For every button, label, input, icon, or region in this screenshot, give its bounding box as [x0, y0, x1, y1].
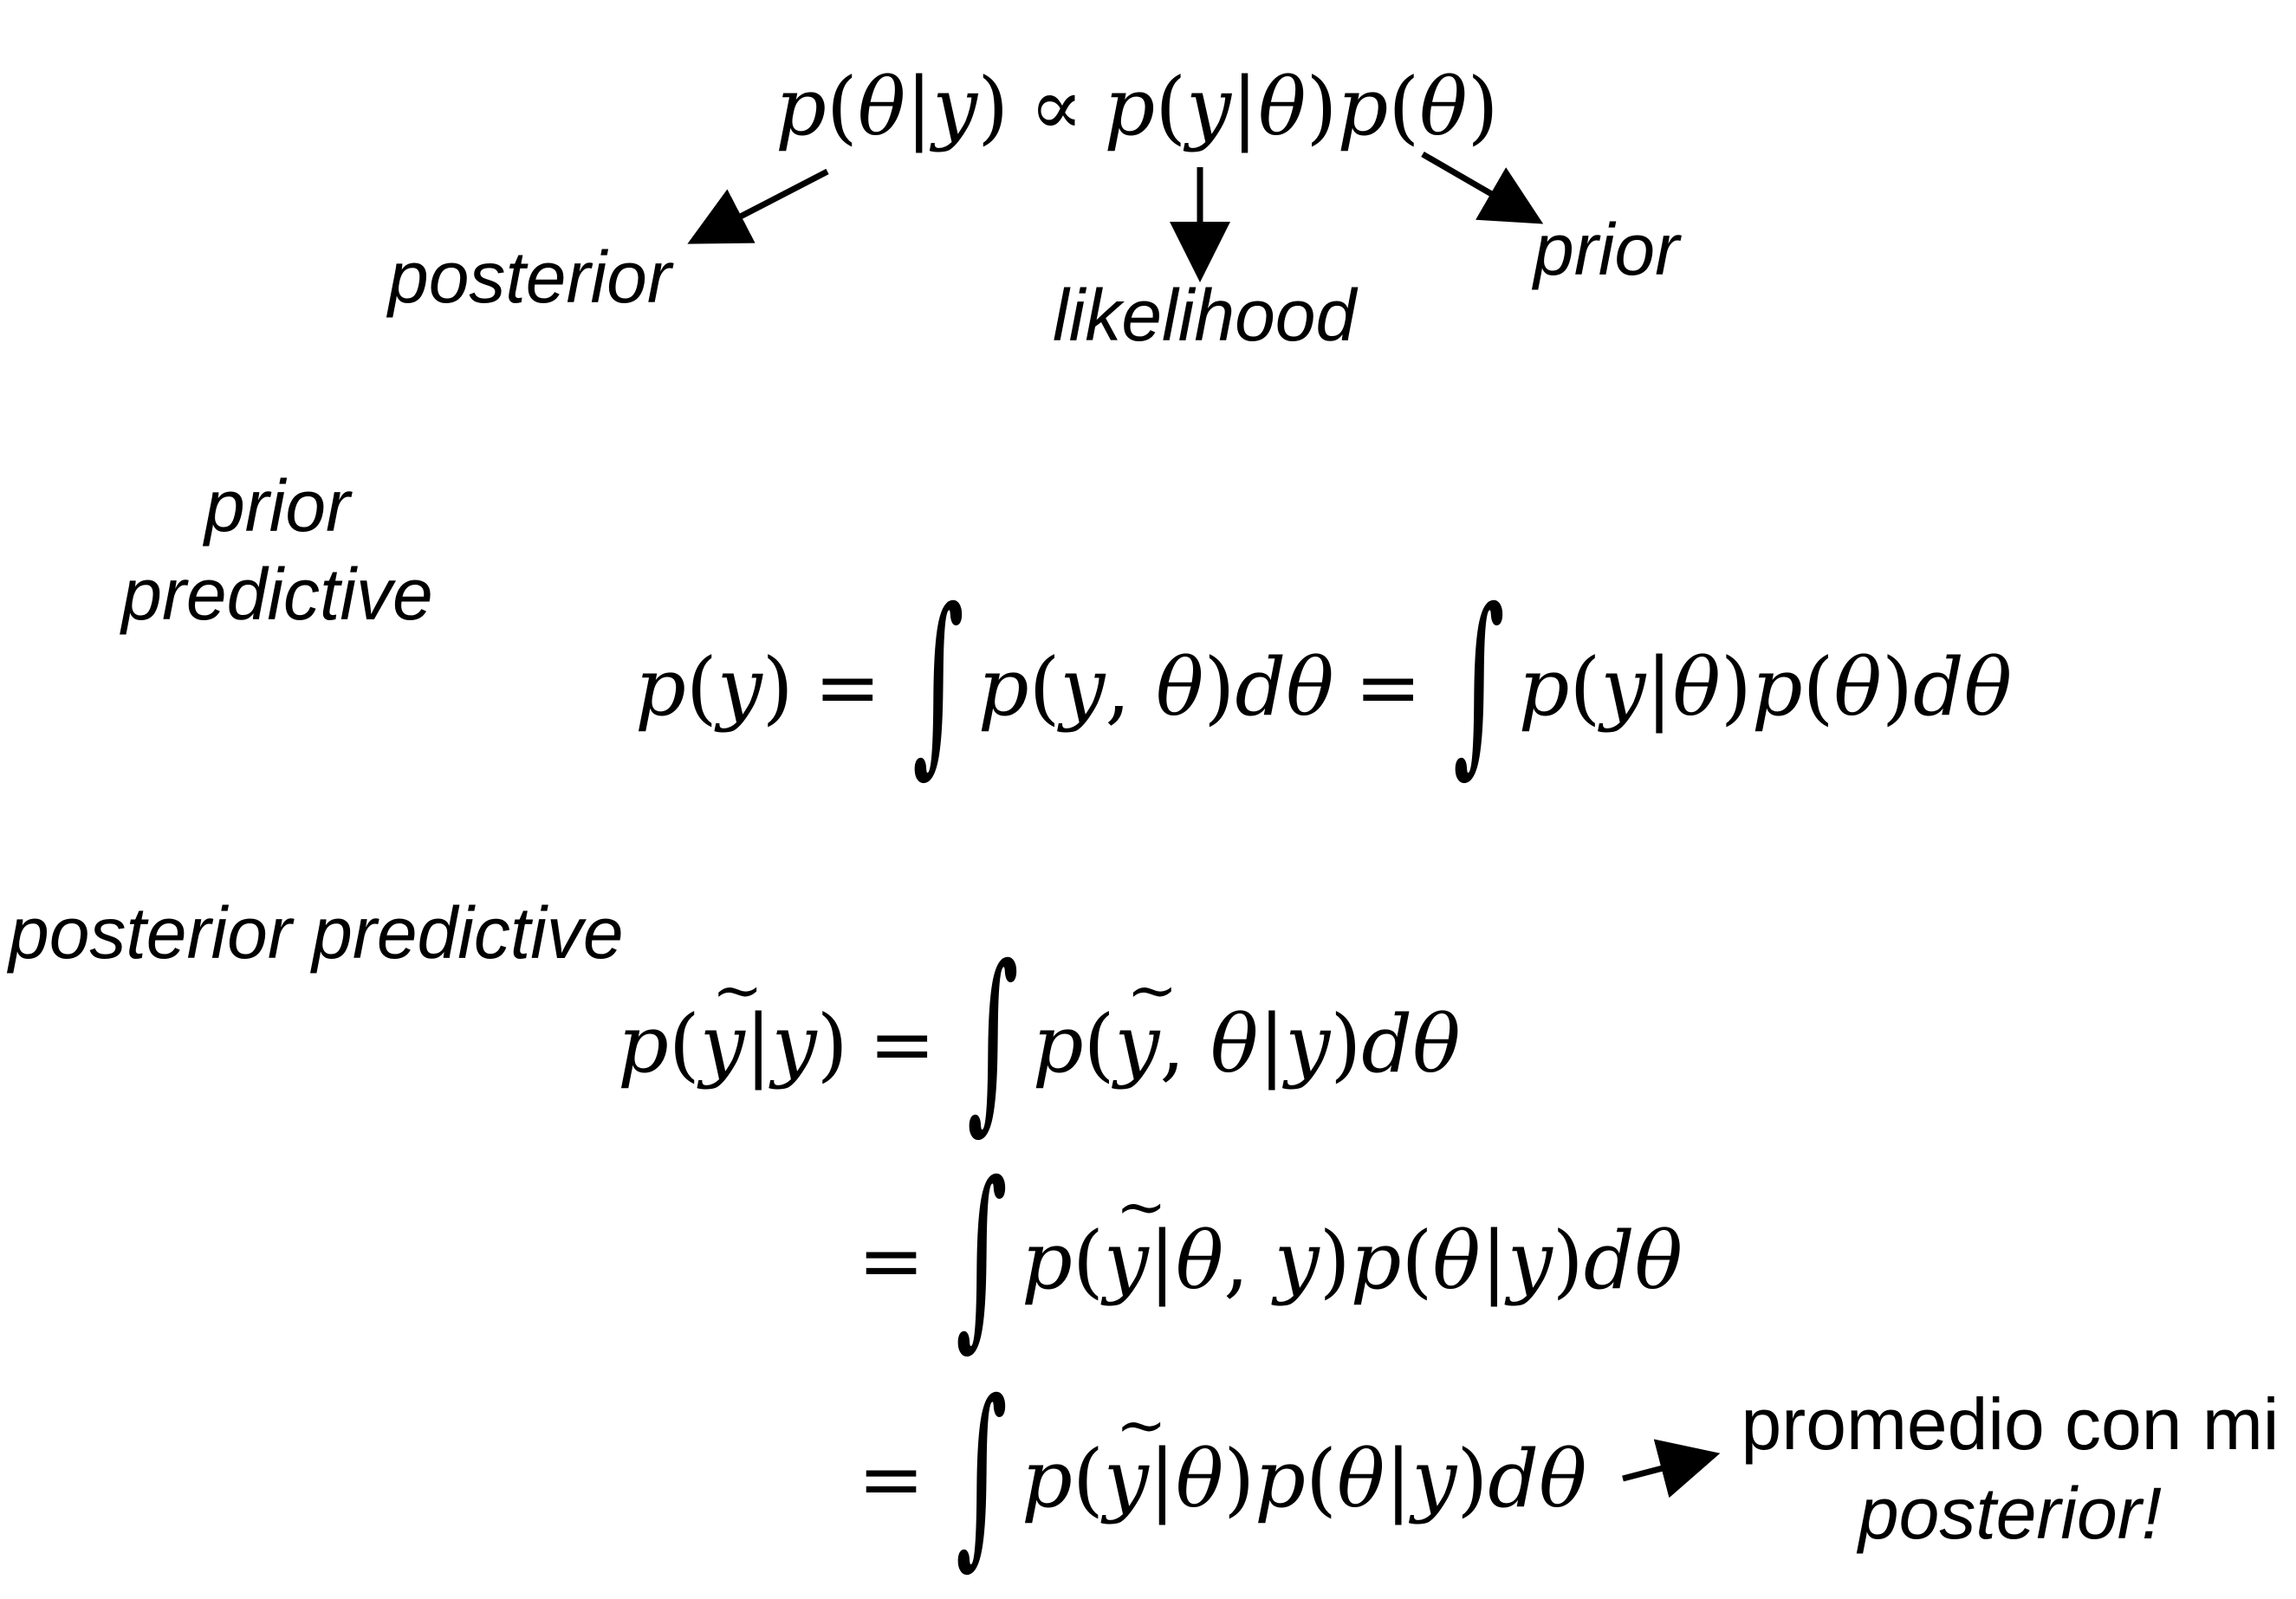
prior-predictive-label-line1: prior [204, 465, 351, 547]
posterior-note-arrow [1622, 1439, 1721, 1499]
posterior-label: posterior [388, 236, 671, 318]
prior-predictive-equation: p(y)=∫p(y, θ)dθ=∫p(y|θ)p(θ)dθ [635, 567, 2013, 795]
posterior-predictive-line1: p(y|y)=∫p(y, θ|y)dθ [618, 940, 1461, 1135]
integral-sign: ∫ [966, 924, 1019, 1152]
prior-label: prior [1534, 209, 1680, 290]
posterior-note-line2: posterior! [1858, 1473, 2163, 1554]
posterior-predictive-line2: =∫p(y|θ, y)p(θ|y)dθ [858, 1156, 1683, 1351]
integral-sign: ∫ [956, 1359, 1009, 1587]
posterior-predictive-label: posterior predictive [9, 892, 624, 974]
posterior-arrow [687, 168, 829, 244]
integral-sign: ∫ [1452, 567, 1505, 795]
integral-sign: ∫ [911, 567, 964, 795]
posterior-note-line1: promedio con mi [1741, 1383, 2280, 1465]
integral-sign: ∫ [956, 1141, 1009, 1369]
posterior-predictive-line3: =∫p(y|θ)p(θ|y)dθ [858, 1375, 1587, 1570]
prior-predictive-label-line2: predictive [121, 554, 433, 635]
prior-arrow [1421, 151, 1544, 224]
likelihood-label: likelihood [1053, 275, 1357, 356]
bayes-equation: p(θ|y)∝p(y|θ)p(θ) [775, 61, 1499, 153]
